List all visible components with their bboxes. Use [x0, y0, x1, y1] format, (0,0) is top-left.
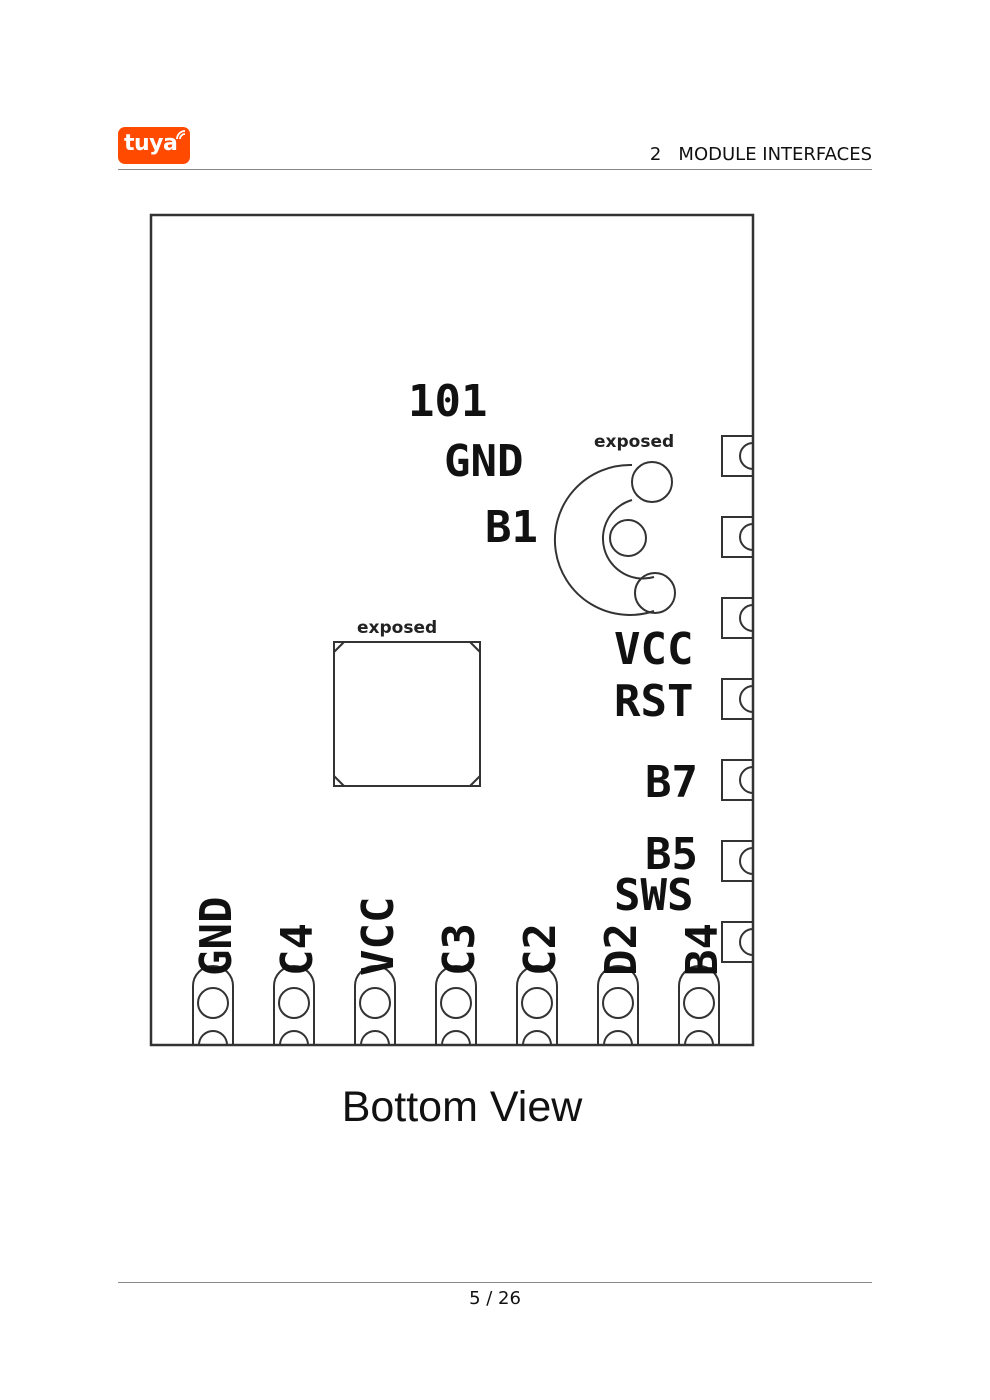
- label-101: 101: [408, 376, 487, 427]
- section-title: 2 MODULE INTERFACES: [649, 144, 872, 165]
- label-c3: C3: [434, 923, 485, 976]
- wifi-wave-icon: [176, 130, 186, 140]
- label-d2: D2: [596, 923, 647, 976]
- diagram-caption: Bottom View: [342, 1083, 584, 1131]
- tuya-logo: tuya: [118, 127, 190, 164]
- label-b1: B1: [485, 502, 538, 553]
- bottom-pin-3: [354, 965, 396, 1046]
- label-c4: C4: [272, 923, 323, 976]
- right-pin-3: [721, 597, 754, 639]
- right-pin-4: [721, 678, 754, 720]
- bottom-pin-1: [192, 965, 234, 1046]
- right-pin-5: [721, 759, 754, 801]
- label-gnd-top: GND: [444, 436, 523, 487]
- label-rst: RST: [614, 676, 693, 727]
- bottom-pin-5: [516, 965, 558, 1046]
- bottom-pin-2: [273, 965, 315, 1046]
- label-vcc-bottom: VCC: [353, 897, 404, 976]
- right-pin-6: [721, 840, 754, 882]
- page-number: 5 / 26: [469, 1288, 521, 1309]
- label-sws: SWS: [614, 870, 693, 921]
- logo-text: tuya: [124, 131, 178, 156]
- label-c2: C2: [515, 923, 566, 976]
- exposed-arc-pads: [553, 461, 676, 616]
- right-pin-2: [721, 516, 754, 558]
- footer-divider: [118, 1282, 872, 1283]
- bottom-pin-6: [597, 965, 639, 1046]
- label-b5: B5: [645, 829, 698, 880]
- right-pin-1: [721, 435, 754, 477]
- bottom-pin-4: [435, 965, 477, 1046]
- exposed-square-pad: [333, 641, 481, 787]
- label-gnd-bottom: GND: [191, 897, 242, 976]
- exposed-label-arc: exposed: [594, 432, 674, 452]
- right-pin-7: [721, 921, 754, 963]
- bottom-pin-7: [678, 965, 720, 1046]
- label-vcc-right: VCC: [614, 624, 693, 675]
- bottom-pins: [192, 965, 720, 1046]
- label-b7: B7: [645, 757, 698, 808]
- right-pins: [721, 435, 754, 963]
- header-divider: [118, 169, 872, 170]
- label-b4: B4: [677, 923, 728, 976]
- exposed-label-pad: exposed: [357, 618, 437, 638]
